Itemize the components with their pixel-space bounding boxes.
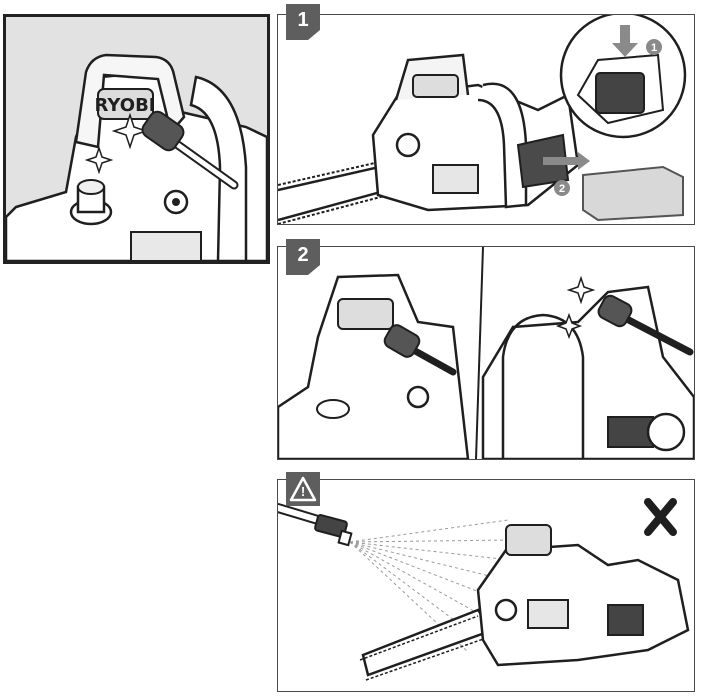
warning-symbol: ! — [300, 484, 306, 499]
step2-panel-clean-vents — [277, 246, 695, 460]
cleaning-brush-icon — [141, 110, 239, 190]
callout-1-label: 1 — [651, 42, 657, 54]
no-water-spray-illustration — [278, 498, 690, 681]
hose-nozzle-icon — [278, 503, 353, 547]
logo-text: RYOBI — [95, 95, 156, 116]
callout-2-label: 2 — [559, 183, 565, 195]
step-1-number: 1 — [297, 9, 309, 31]
clean-vents-illustration — [278, 247, 694, 459]
warning-panel-no-water-spray — [277, 479, 695, 692]
warning-badge: ! — [286, 472, 320, 508]
warning-triangle-icon — [289, 476, 317, 502]
step1-panel-remove-battery: 1 2 — [277, 14, 695, 225]
step-2-number: 2 — [297, 244, 309, 266]
chainsaw-handle-closeup-illustration: RYOBI — [6, 17, 267, 261]
remove-battery-illustration: 1 2 — [278, 15, 687, 224]
step-2-badge: 2 — [286, 239, 320, 275]
callout-1-marker — [646, 39, 662, 55]
prohibited-x-icon — [644, 498, 677, 536]
callout-2-marker — [554, 180, 570, 196]
detail-panel-brush-cleaning: RYOBI — [3, 14, 270, 264]
step-1-badge: 1 — [286, 4, 320, 40]
